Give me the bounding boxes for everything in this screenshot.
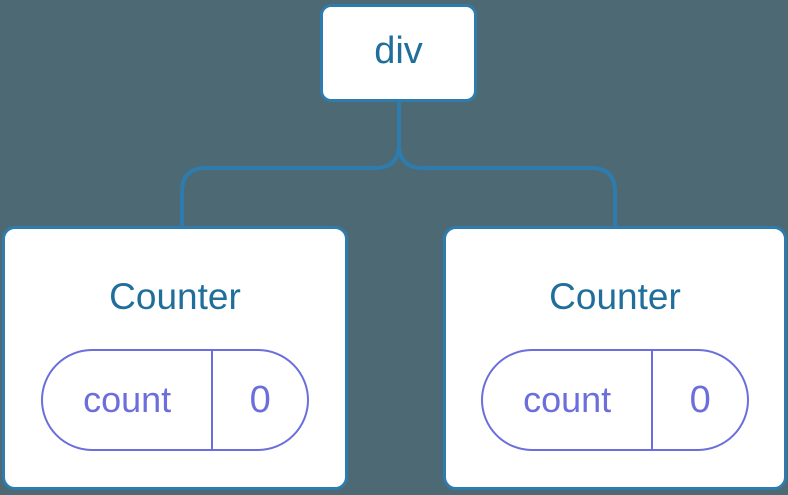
tree-node-counter-right: Counter count 0 bbox=[443, 226, 787, 490]
state-key: count bbox=[483, 351, 654, 449]
state-value: 0 bbox=[689, 378, 711, 421]
component-title: Counter bbox=[549, 276, 681, 317]
root-node-label: div bbox=[374, 30, 423, 72]
state-value: 0 bbox=[249, 378, 271, 421]
state-pill: count 0 bbox=[41, 349, 309, 451]
connector-left-branch bbox=[180, 143, 401, 230]
tree-node-counter-left: Counter count 0 bbox=[2, 226, 348, 490]
state-key: count bbox=[43, 351, 214, 449]
connector-right-branch bbox=[397, 143, 617, 230]
component-title: Counter bbox=[109, 276, 241, 317]
tree-node-root: div bbox=[320, 4, 477, 102]
state-pill: count 0 bbox=[481, 349, 749, 451]
